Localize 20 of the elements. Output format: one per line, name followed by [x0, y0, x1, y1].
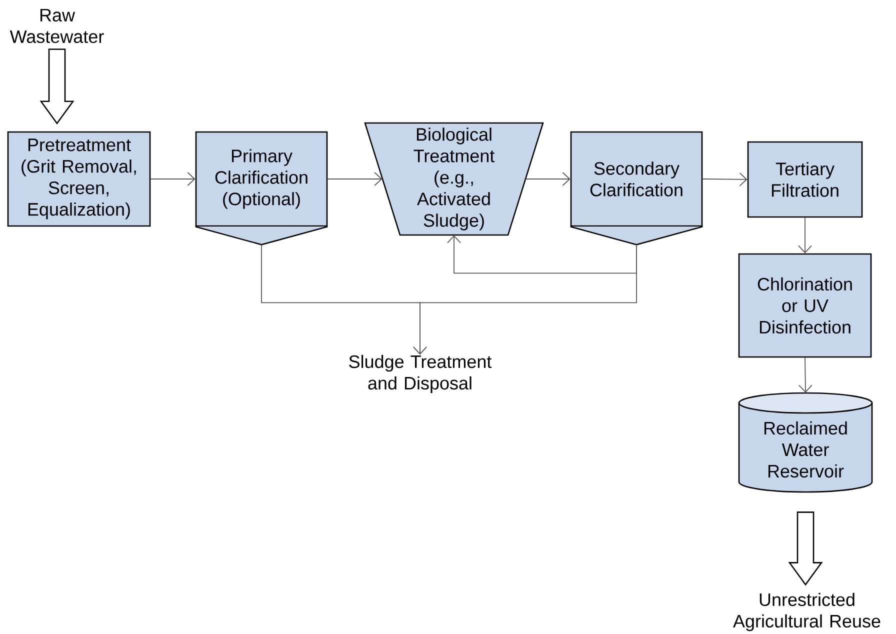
arrow — [702, 172, 748, 186]
block-arrow — [40, 48, 74, 124]
clarifier-box: Primary Clarification (Optional) — [194, 131, 328, 246]
reactor-trapezoid: Biological Treatment (e.g., Activated Sludge) — [364, 122, 544, 236]
process-box: Tertiary Filtration — [747, 141, 863, 218]
clarifier-box: Secondary Clarification — [570, 131, 704, 246]
reservoir-cylinder: Reclaimed Water Reservoir — [738, 392, 873, 493]
block-arrow — [788, 512, 823, 586]
arrow — [798, 217, 812, 254]
arrow — [525, 172, 570, 186]
label-text: Sludge Treatment and Disposal — [349, 354, 492, 394]
arrow — [798, 357, 812, 393]
arrow — [150, 172, 196, 186]
label-text: Unrestricted Agricultural Reuse — [733, 592, 880, 632]
process-box: Chlorination or UV Disinfection — [738, 253, 872, 358]
arrow — [413, 244, 637, 355]
arrow — [327, 172, 382, 186]
arrow — [447, 235, 637, 274]
label-text: Raw Wastewater — [10, 8, 104, 44]
process-box: Pretreatment (Grit Removal, Screen, Equalization) — [7, 131, 151, 227]
